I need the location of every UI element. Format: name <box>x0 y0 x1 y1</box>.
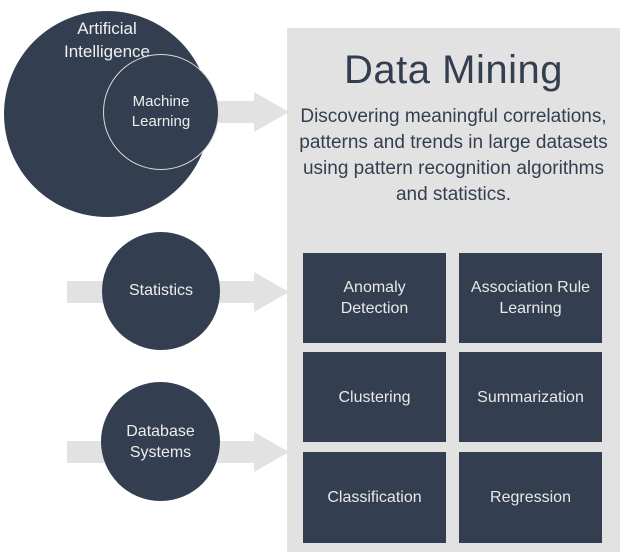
machine-learning-circle: Machine Learning <box>103 54 219 170</box>
statistics-label: Statistics <box>128 282 193 299</box>
artificial-intelligence-circle: Artificial Intelligence Machine Learning <box>4 11 219 217</box>
box-classification: Classification <box>303 452 446 543</box>
panel-description: Discovering meaningful correlations, pat… <box>299 106 608 205</box>
statistics-circle: Statistics <box>102 232 220 350</box>
panel-title: Data Mining <box>344 48 563 92</box>
database-systems-label: Database Systems <box>126 422 195 461</box>
box-association-rule-learning: Association Rule Learning <box>459 253 602 343</box>
box-label: Regression <box>490 489 571 506</box>
box-anomaly-detection: Anomaly Detection <box>303 253 446 343</box>
box-regression: Regression <box>459 452 602 543</box>
data-mining-panel: Data Mining Discovering meaningful corre… <box>287 28 620 552</box>
database-systems-circle: Database Systems <box>101 382 220 501</box>
machine-learning-label: Machine Learning <box>131 93 191 130</box>
box-label: Anomaly Detection <box>340 279 409 317</box>
artificial-intelligence-label: Artificial Intelligence <box>63 19 150 61</box>
box-label: Clustering <box>338 388 411 406</box>
box-label: Summarization <box>477 388 584 406</box>
box-clustering: Clustering <box>303 352 446 442</box>
box-label: Classification <box>327 489 422 506</box>
box-label: Association Rule Learning <box>470 279 591 317</box>
box-summarization: Summarization <box>459 352 602 442</box>
